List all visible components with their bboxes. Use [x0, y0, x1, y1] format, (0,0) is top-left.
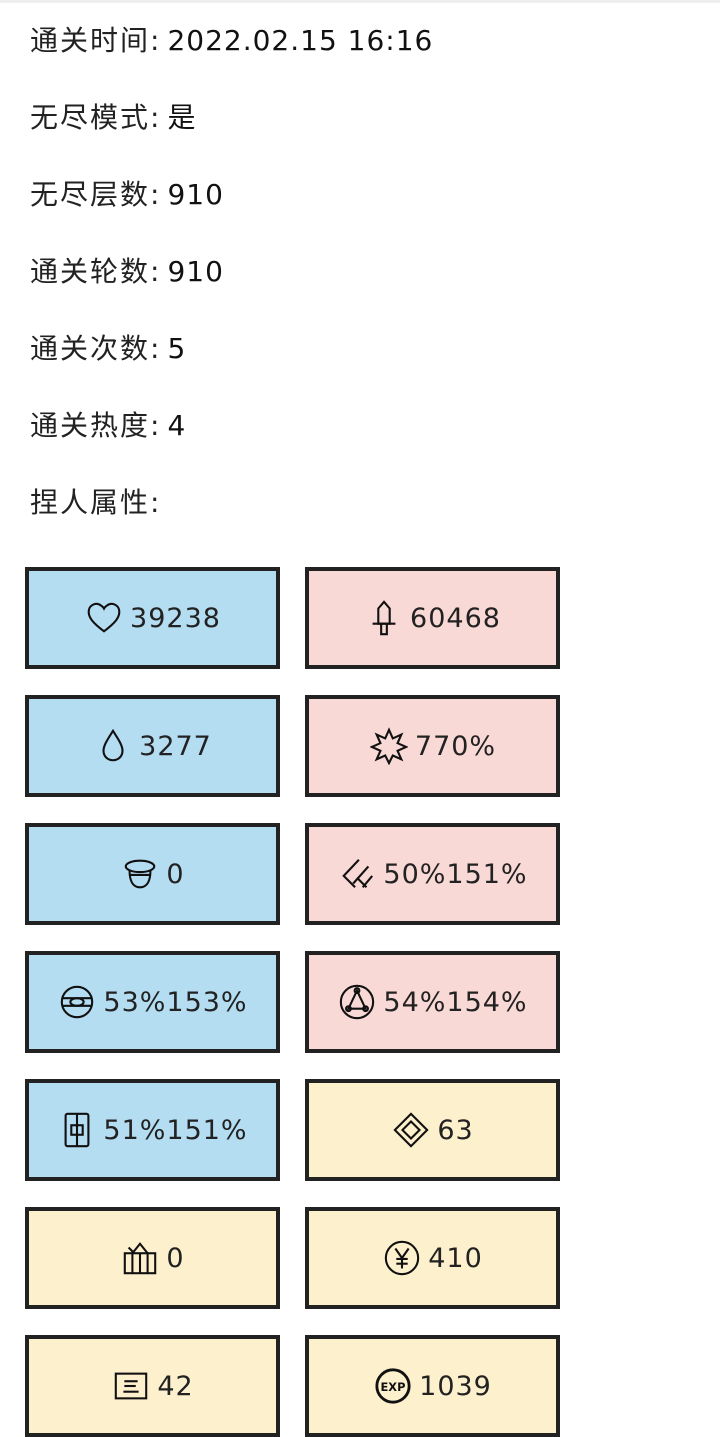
- stat-mana: 3277: [25, 695, 280, 797]
- stat-value: 0: [166, 1242, 185, 1274]
- stat-value: 53%153%: [103, 986, 248, 1018]
- stat-value: 63: [437, 1114, 474, 1146]
- info-list: 通关时间: 2022.02.15 16:16 无尽模式: 是 无尽层数: 910…: [30, 18, 433, 557]
- burst-icon: [369, 726, 409, 766]
- info-label: 通关热度:: [30, 409, 162, 442]
- info-label: 无尽层数:: [30, 178, 162, 211]
- info-value: 910: [167, 255, 224, 288]
- info-label: 无尽模式:: [30, 101, 162, 134]
- stat-value: 0: [166, 858, 185, 890]
- info-label: 通关轮数:: [30, 255, 162, 288]
- exp-icon: EXP: [373, 1366, 413, 1406]
- sword-icon: [364, 598, 404, 638]
- stat-resist: 53%153%: [25, 951, 280, 1053]
- info-value: 910: [167, 178, 224, 211]
- stat-grid: 39238 60468 3277 770% 0 50%151%: [25, 567, 560, 1437]
- info-row-character-attributes: 捏人属性:: [30, 480, 433, 557]
- stat-gold: 410: [305, 1207, 560, 1309]
- stat-armor: 0: [25, 823, 280, 925]
- diamond-icon: [391, 1110, 431, 1150]
- info-row-endless-floors: 无尽层数: 910: [30, 172, 433, 249]
- stat-value: 42: [157, 1370, 194, 1402]
- info-value: 是: [167, 101, 197, 134]
- helmet-icon: [120, 854, 160, 894]
- stat-value: 51%151%: [103, 1114, 248, 1146]
- stat-gem: 63: [305, 1079, 560, 1181]
- info-value: 2022.02.15 16:16: [167, 24, 434, 57]
- card-icon: [111, 1366, 151, 1406]
- stat-value: 1039: [419, 1370, 492, 1402]
- info-row-clear-time: 通关时间: 2022.02.15 16:16: [30, 18, 433, 95]
- stat-card: 42: [25, 1335, 280, 1437]
- svg-text:EXP: EXP: [381, 1380, 406, 1394]
- stat-triad: 54%154%: [305, 951, 560, 1053]
- stat-attack: 60468: [305, 567, 560, 669]
- info-value: 4: [167, 409, 187, 442]
- stat-pierce: 50%151%: [305, 823, 560, 925]
- stat-hp: 39238: [25, 567, 280, 669]
- stat-value: 3277: [139, 730, 212, 762]
- top-divider: [0, 0, 720, 3]
- info-row-endless-mode: 无尽模式: 是: [30, 95, 433, 172]
- stat-value: 50%151%: [383, 858, 528, 890]
- stat-crit: 770%: [305, 695, 560, 797]
- slash-icon: [337, 854, 377, 894]
- stat-value: 39238: [130, 602, 221, 634]
- info-label: 捏人属性:: [30, 486, 162, 519]
- stat-guard: 51%151%: [25, 1079, 280, 1181]
- info-value: 5: [167, 332, 187, 365]
- stat-box: 0: [25, 1207, 280, 1309]
- stat-value: 54%154%: [383, 986, 528, 1018]
- info-row-clear-count: 通关次数: 5: [30, 326, 433, 403]
- triangle-circle-icon: [337, 982, 377, 1022]
- stat-exp: EXP 1039: [305, 1335, 560, 1437]
- drop-icon: [93, 726, 133, 766]
- box-icon: [120, 1238, 160, 1278]
- info-label: 通关时间:: [30, 24, 162, 57]
- heart-icon: [84, 598, 124, 638]
- info-label: 通关次数:: [30, 332, 162, 365]
- stat-value: 770%: [414, 730, 497, 762]
- yen-icon: [382, 1238, 422, 1278]
- info-row-clear-rounds: 通关轮数: 910: [30, 249, 433, 326]
- shield-orb-icon: [57, 982, 97, 1022]
- info-row-clear-heat: 通关热度: 4: [30, 403, 433, 480]
- stat-value: 60468: [410, 602, 501, 634]
- gate-icon: [57, 1110, 97, 1150]
- stat-value: 410: [428, 1242, 483, 1274]
